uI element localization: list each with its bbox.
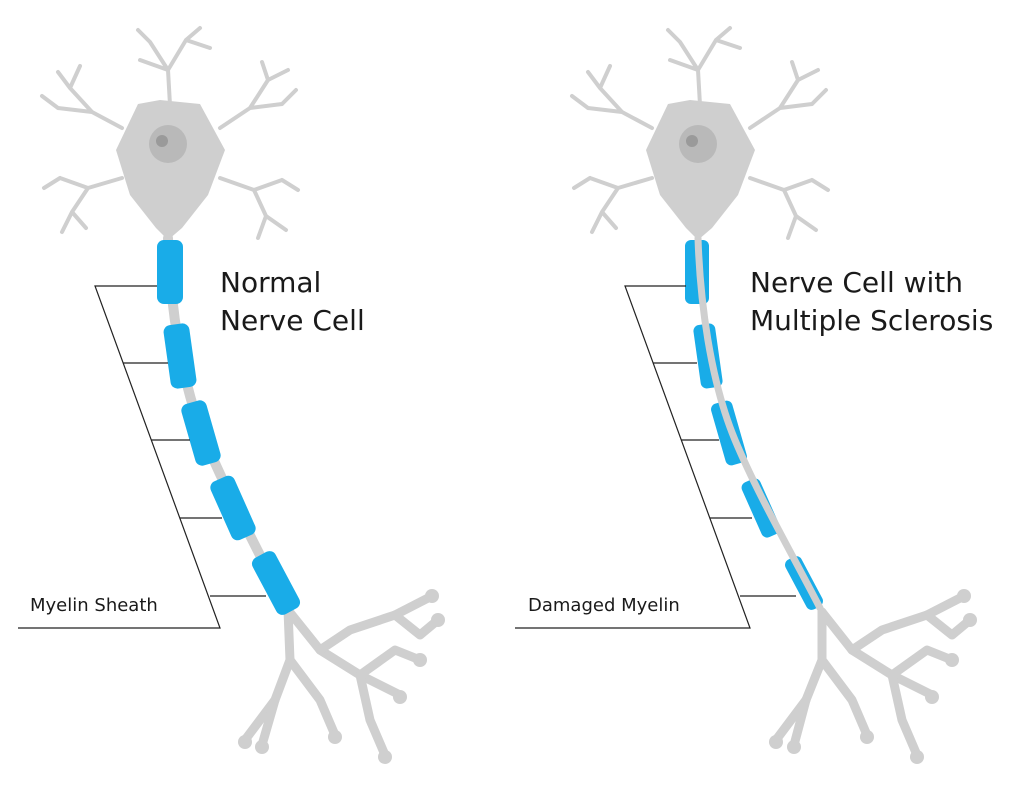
- normal-nerve-cell: [18, 26, 445, 764]
- normal-title-line-2: Nerve Cell: [220, 304, 365, 337]
- normal-myelin-segment: [157, 240, 183, 304]
- damaged-myelin-label: Damaged Myelin: [528, 595, 680, 616]
- normal-terminal-knobs: [238, 589, 445, 764]
- ms-nerve-cell: [515, 26, 977, 764]
- ms-damaged-myelin-segment: [741, 478, 781, 538]
- ms-axon-terminals: [771, 591, 975, 760]
- normal-myelin-segments: [157, 240, 301, 615]
- normal-myelin-segment: [163, 323, 197, 389]
- ms-title-line-1: Nerve Cell with: [750, 266, 964, 299]
- normal-title-line-1: Normal: [220, 266, 322, 299]
- myelin-sheath-label: Myelin Sheath: [30, 595, 158, 616]
- ms-nucleolus: [686, 135, 698, 147]
- ms-nerve-cell-title: Nerve Cell with Multiple Sclerosis: [750, 264, 993, 340]
- ms-title-line-2: Multiple Sclerosis: [750, 304, 994, 337]
- normal-nerve-cell-title: Normal Nerve Cell: [220, 264, 365, 340]
- ms-cell-body: [646, 100, 755, 240]
- normal-nucleolus: [156, 135, 168, 147]
- normal-nucleus: [149, 125, 187, 163]
- ms-nucleus: [679, 125, 717, 163]
- normal-myelin-segment: [251, 551, 301, 615]
- myelin-sheath-leader-lines: [18, 285, 266, 629]
- normal-cell-body: [116, 100, 225, 240]
- damaged-myelin-leader-lines: [515, 285, 796, 629]
- normal-myelin-segment: [210, 475, 256, 541]
- ms-dendrites: [570, 26, 830, 240]
- ms-terminal-knobs: [769, 589, 977, 764]
- normal-axon-terminals: [240, 591, 443, 760]
- normal-dendrites: [40, 26, 300, 240]
- normal-myelin-segment: [181, 400, 221, 466]
- ms-axon: [694, 234, 824, 612]
